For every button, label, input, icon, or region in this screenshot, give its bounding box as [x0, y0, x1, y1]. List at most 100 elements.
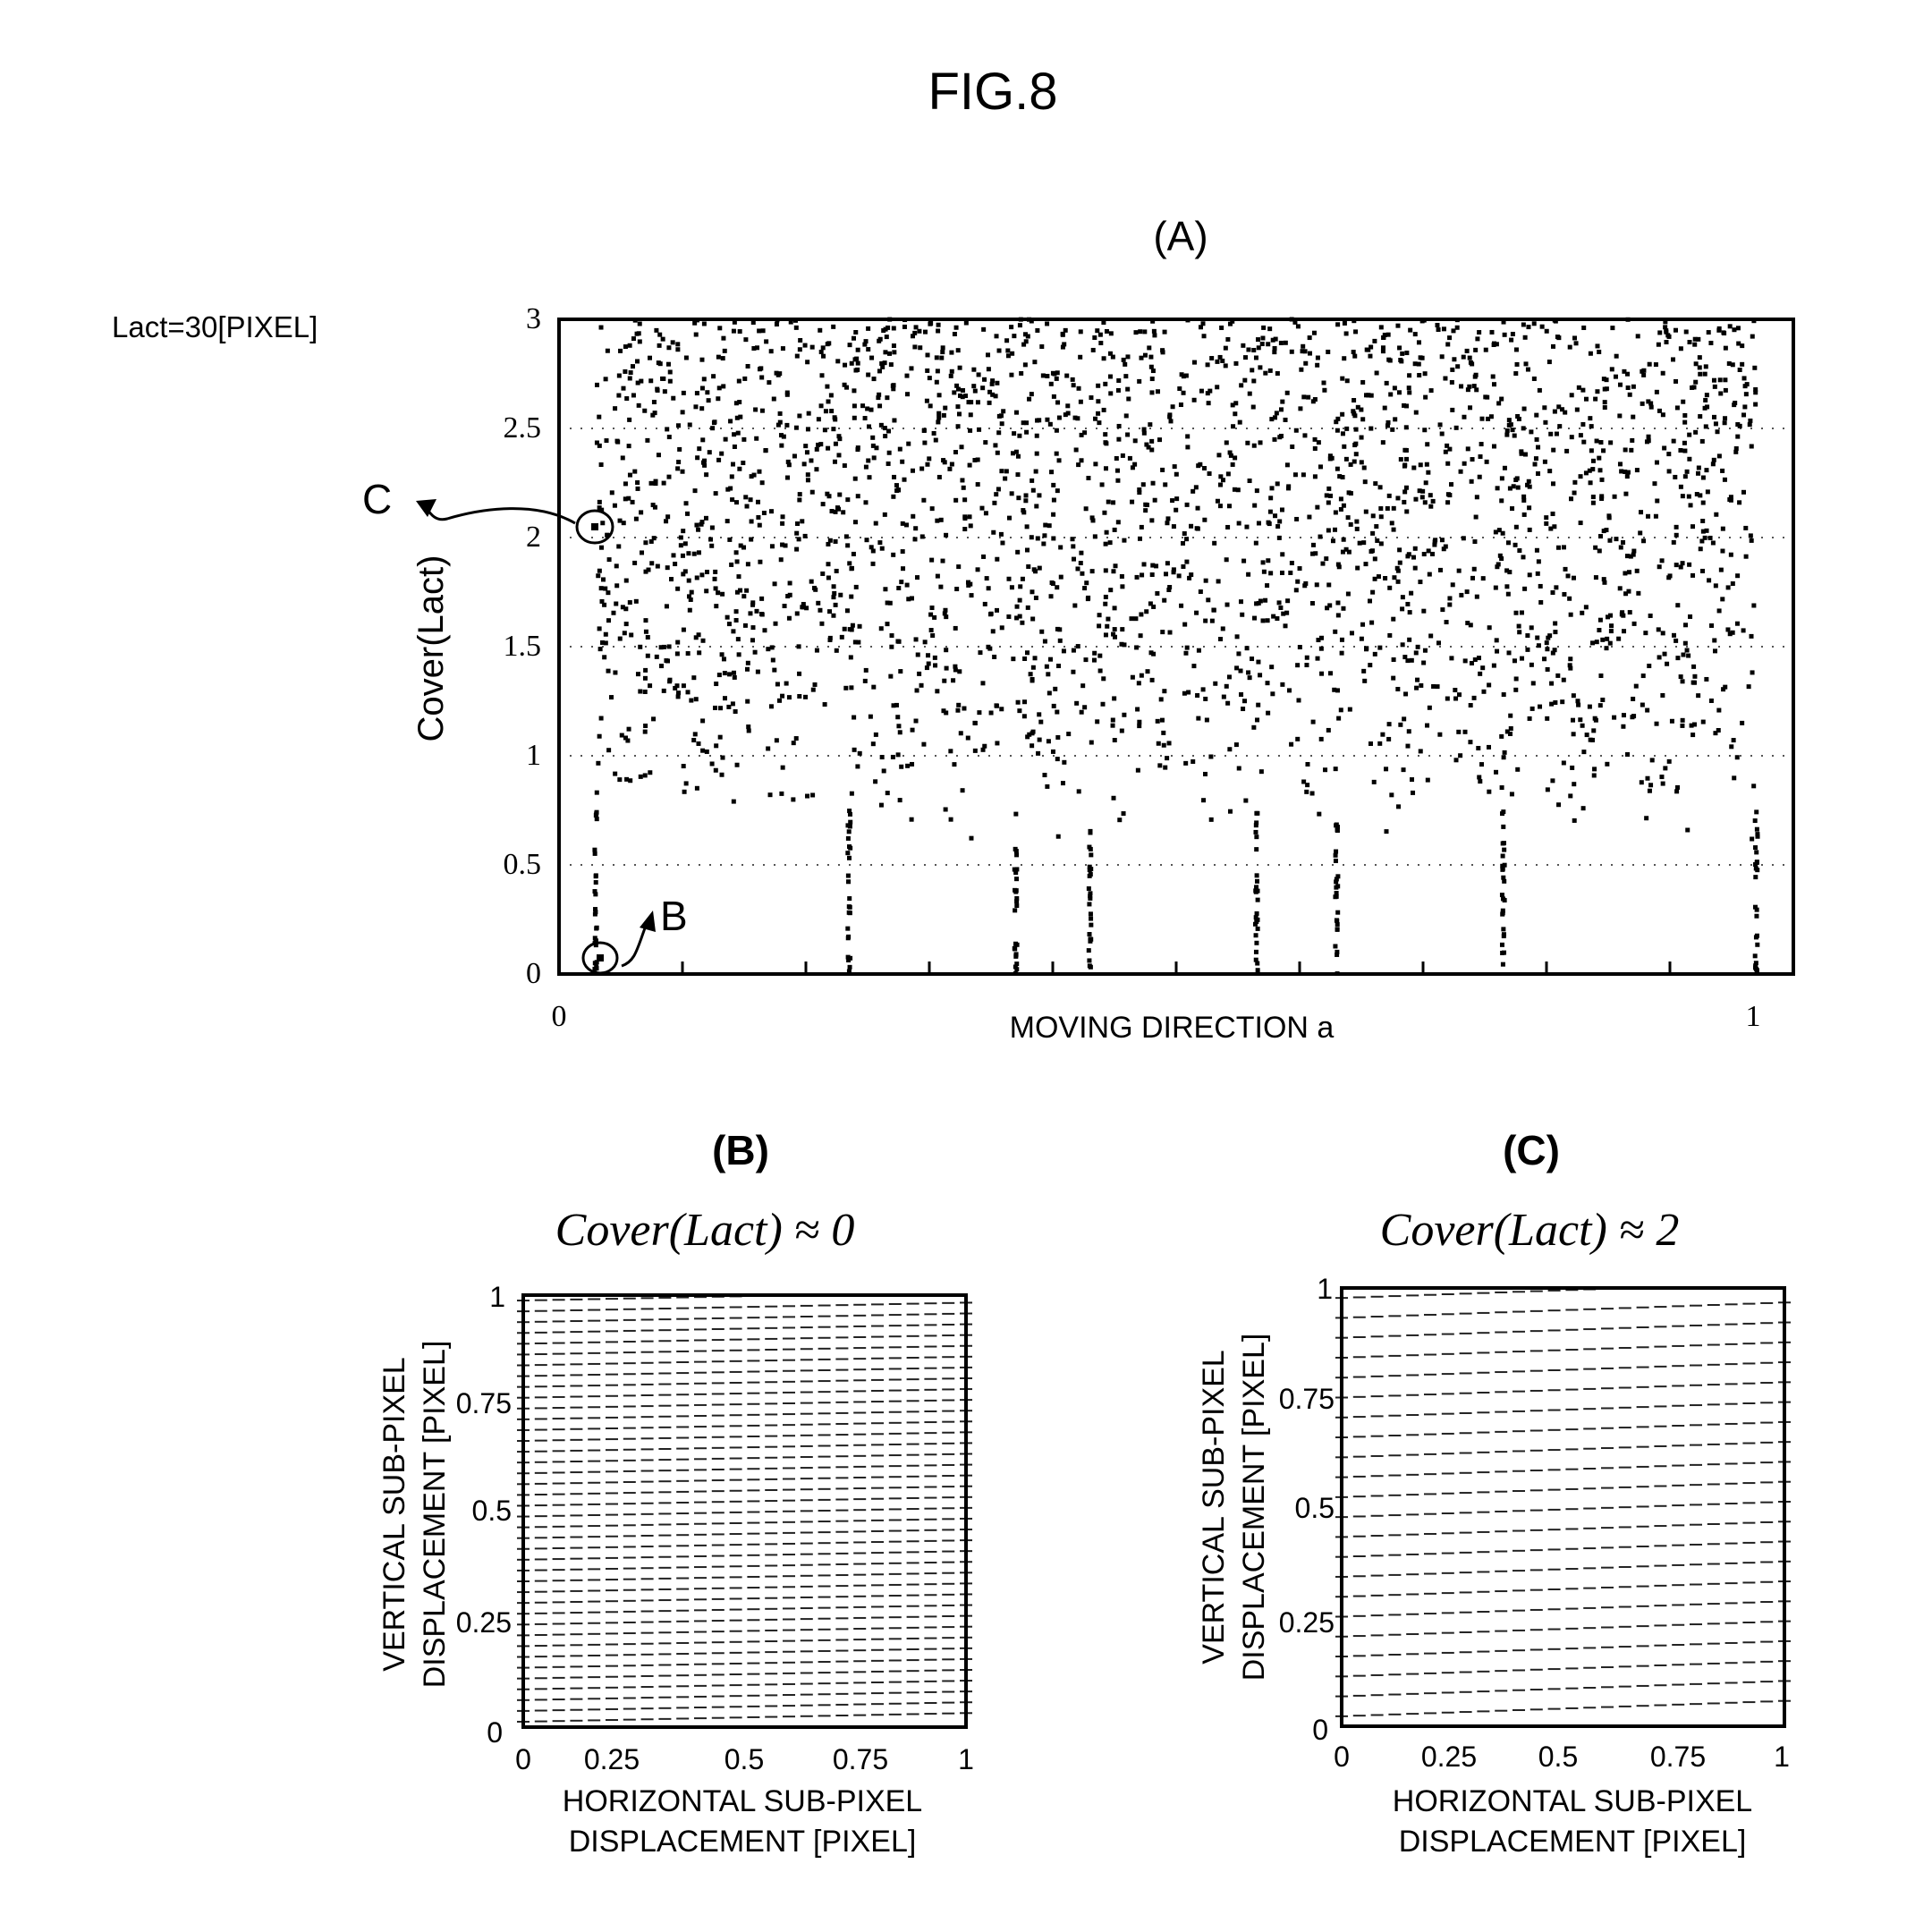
data-point [1370, 1634, 1384, 1637]
data-point [1665, 661, 1670, 666]
data-point [1298, 406, 1303, 411]
data-point [1550, 589, 1555, 595]
data-point [888, 1476, 902, 1478]
data-point [804, 450, 809, 455]
data-point [1502, 950, 1507, 955]
data-point [705, 570, 710, 575]
data-point [853, 1703, 867, 1706]
data-point [1671, 357, 1676, 362]
data-point [1496, 528, 1502, 533]
data-point [818, 1477, 831, 1479]
data-point [1158, 697, 1164, 702]
data-point [853, 1358, 867, 1360]
data-point [1427, 705, 1432, 710]
data-point [963, 394, 969, 399]
data-point [534, 1547, 547, 1550]
data-point [1441, 1691, 1454, 1694]
data-point [1613, 374, 1618, 379]
data-point [650, 412, 656, 418]
data-point [1335, 825, 1340, 830]
data-point [1227, 450, 1233, 455]
data-point [730, 497, 735, 503]
data-point [1203, 618, 1208, 623]
data-point [570, 1406, 583, 1409]
data-point [570, 1665, 583, 1668]
data-point [1241, 343, 1246, 348]
data-point [1182, 690, 1187, 696]
data-point [1672, 1524, 1685, 1527]
data-point [1372, 556, 1377, 562]
data-point [1542, 657, 1547, 662]
panel-b-points [517, 1294, 972, 1723]
data-point [676, 1707, 690, 1709]
data-point [888, 1335, 902, 1338]
data-point [1404, 509, 1410, 514]
data-point [736, 378, 741, 384]
data-point [1344, 378, 1350, 384]
data-point [1256, 659, 1261, 665]
data-point [667, 679, 673, 684]
data-point [888, 1562, 902, 1564]
data-point [640, 1459, 654, 1461]
data-point [640, 1631, 654, 1634]
data-point [1530, 1569, 1543, 1571]
data-point [1447, 596, 1453, 601]
data-point [1265, 583, 1270, 589]
data-point [1133, 330, 1139, 335]
data-point [1189, 523, 1194, 529]
data-point [623, 1610, 636, 1613]
data-point [729, 1403, 742, 1406]
data-point [1494, 342, 1499, 347]
data-point [1340, 431, 1345, 436]
data-point [912, 330, 918, 335]
data-point [1741, 489, 1746, 495]
panel-b-y-axis-label-line2: DISPLACEMENT [PIXEL] [418, 1341, 452, 1689]
data-point [1089, 852, 1094, 858]
data-point [1137, 536, 1142, 541]
data-point [570, 1309, 583, 1311]
data-point [682, 569, 688, 574]
data-point [783, 1305, 795, 1308]
data-point [1345, 591, 1351, 597]
data-point [676, 1447, 690, 1450]
data-point [1129, 616, 1134, 622]
data-point [847, 824, 852, 829]
panel-c-points [1335, 1287, 1791, 1717]
data-point [678, 543, 683, 548]
data-point [1294, 516, 1300, 521]
data-point [848, 819, 853, 825]
data-point [749, 474, 754, 479]
data-point [833, 509, 838, 514]
data-point [1198, 462, 1203, 467]
data-point [783, 1499, 795, 1502]
data-point [1301, 343, 1306, 349]
data-point [1339, 650, 1344, 656]
data-point [783, 1661, 795, 1664]
data-point [588, 1676, 601, 1679]
data-point [981, 554, 987, 559]
data-point [1501, 319, 1506, 325]
data-point [775, 422, 781, 428]
data-point [588, 1536, 601, 1538]
data-point [822, 428, 827, 433]
data-point [665, 565, 670, 571]
data-point [857, 623, 862, 629]
data-point [1013, 410, 1019, 415]
data-point [676, 1383, 690, 1385]
data-point [1441, 1512, 1454, 1515]
data-point [1605, 761, 1610, 767]
data-point [1176, 573, 1182, 579]
data-point [892, 474, 897, 479]
data-point [940, 350, 945, 355]
data-point [622, 631, 627, 636]
data-point [1251, 347, 1257, 352]
data-point [813, 587, 818, 592]
data-point [1553, 621, 1558, 626]
data-point [1681, 652, 1686, 657]
data-point [1233, 360, 1239, 366]
data-point [1724, 1542, 1738, 1545]
data-point [870, 443, 876, 448]
data-point [949, 350, 954, 355]
data-point [835, 1692, 849, 1695]
data-point [1556, 802, 1562, 808]
